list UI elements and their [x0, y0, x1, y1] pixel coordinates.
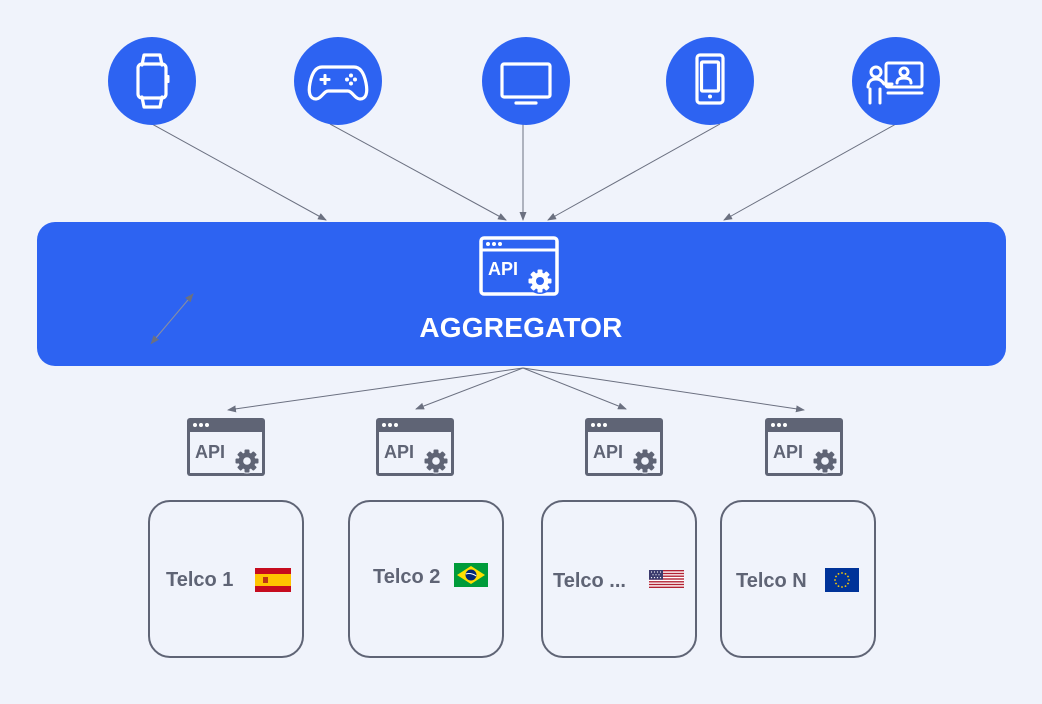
brazil-flag-icon — [454, 563, 488, 587]
aggregator-title: AGGREGATOR — [419, 312, 623, 343]
arrow-aggregator-to-api-1 — [227, 367, 524, 413]
device-smartwatch — [108, 37, 196, 125]
telco-2-api-icon: API — [376, 418, 454, 476]
device-smartphone — [666, 37, 754, 125]
telco-3-api-label: API — [593, 442, 623, 462]
telco-1-api-icon: API — [187, 418, 265, 476]
telco-4-label: Telco N — [736, 570, 807, 592]
arrow-aggregator-to-api-2 — [415, 367, 524, 410]
aggregator-api-label: API — [488, 259, 518, 279]
device-video-call — [852, 37, 940, 125]
video-call-icon — [866, 61, 924, 105]
telco-3-label: Telco ... — [553, 570, 626, 592]
smartphone-icon — [695, 53, 725, 105]
telco-3-api-icon: API — [585, 418, 663, 476]
smartwatch-icon — [136, 53, 170, 109]
device-monitor — [482, 37, 570, 125]
aggregator-api-icon: API — [479, 236, 559, 296]
telco-2-api-label: API — [384, 442, 414, 462]
arrow-videocall-to-aggregator — [723, 123, 897, 221]
telco-box-4 — [720, 500, 876, 658]
arrow-aggregator-to-api-3 — [522, 367, 627, 410]
eu-flag-icon — [825, 568, 859, 592]
monitor-icon — [500, 62, 552, 105]
spain-flag-icon — [255, 568, 291, 592]
telco-1-api-label: API — [195, 442, 225, 462]
arrow-aggregator-to-api-4 — [522, 367, 805, 413]
telco-2-label: Telco 2 — [373, 566, 441, 588]
arrow-phone-to-aggregator — [547, 123, 721, 221]
telco-4-api-icon: API — [765, 418, 843, 476]
telco-1-label: Telco 1 — [166, 569, 234, 591]
arrow-watch-to-aggregator — [151, 123, 327, 221]
gamepad-icon — [307, 65, 369, 101]
usa-flag-icon — [649, 570, 684, 588]
arrow-gamepad-to-aggregator — [329, 123, 507, 221]
telco-4-api-label: API — [773, 442, 803, 462]
device-gamepad — [294, 37, 382, 125]
